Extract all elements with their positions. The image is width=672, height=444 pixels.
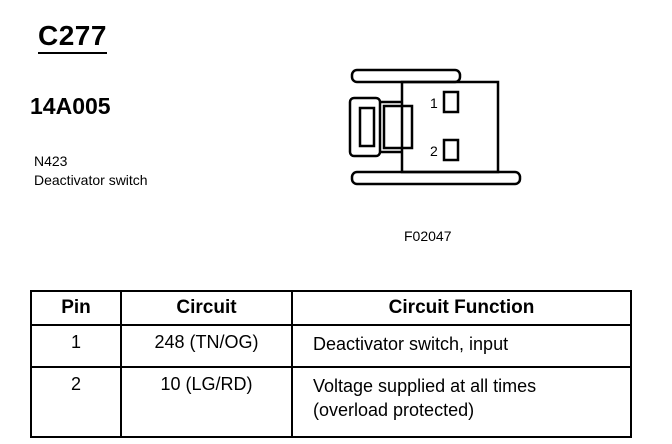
table-header-row: Pin Circuit Circuit Function (30, 290, 632, 326)
function-line: Voltage supplied at all times (313, 376, 537, 396)
cell-pin: 1 (30, 324, 122, 368)
function-line: (overload protected) (313, 400, 475, 420)
pin-cavity-2 (442, 138, 460, 162)
component-code: N423 (34, 153, 68, 169)
part-number: 14A005 (30, 93, 111, 119)
connector-latch-housing (348, 96, 382, 158)
cell-circuit: 248 (TN/OG) (120, 324, 293, 368)
component-description: N423 Deactivator switch (34, 152, 148, 190)
pinout-table: Pin Circuit Circuit Function 1 248 (TN/O… (30, 290, 632, 438)
connector-bottom-rail (350, 170, 522, 186)
cell-circuit-function: Voltage supplied at all times (overload … (291, 366, 632, 438)
figure-id: F02047 (404, 228, 452, 244)
cell-circuit-function: Deactivator switch, input (291, 324, 632, 368)
header-circuit-function: Circuit Function (291, 290, 632, 326)
pin-cavity-1 (442, 90, 460, 114)
connector-id: C277 (38, 20, 107, 54)
header-circuit: Circuit (120, 290, 293, 326)
pin-label-1: 1 (430, 95, 438, 111)
table-row: 2 10 (LG/RD) Voltage supplied at all tim… (30, 366, 632, 438)
connector-latch-arm (380, 100, 402, 154)
connector-lock-tab (382, 104, 414, 150)
function-line: Deactivator switch, input (313, 334, 509, 354)
component-name: Deactivator switch (34, 172, 148, 188)
connector-latch-inner (358, 106, 376, 148)
cell-pin: 2 (30, 366, 122, 438)
header-pin: Pin (30, 290, 122, 326)
connector-top-rail (350, 68, 462, 84)
connector-body (400, 80, 500, 174)
pin-label-2: 2 (430, 143, 438, 159)
table-row: 1 248 (TN/OG) Deactivator switch, input (30, 324, 632, 368)
connector-face-diagram: 1 2 (348, 68, 522, 186)
cell-circuit: 10 (LG/RD) (120, 366, 293, 438)
